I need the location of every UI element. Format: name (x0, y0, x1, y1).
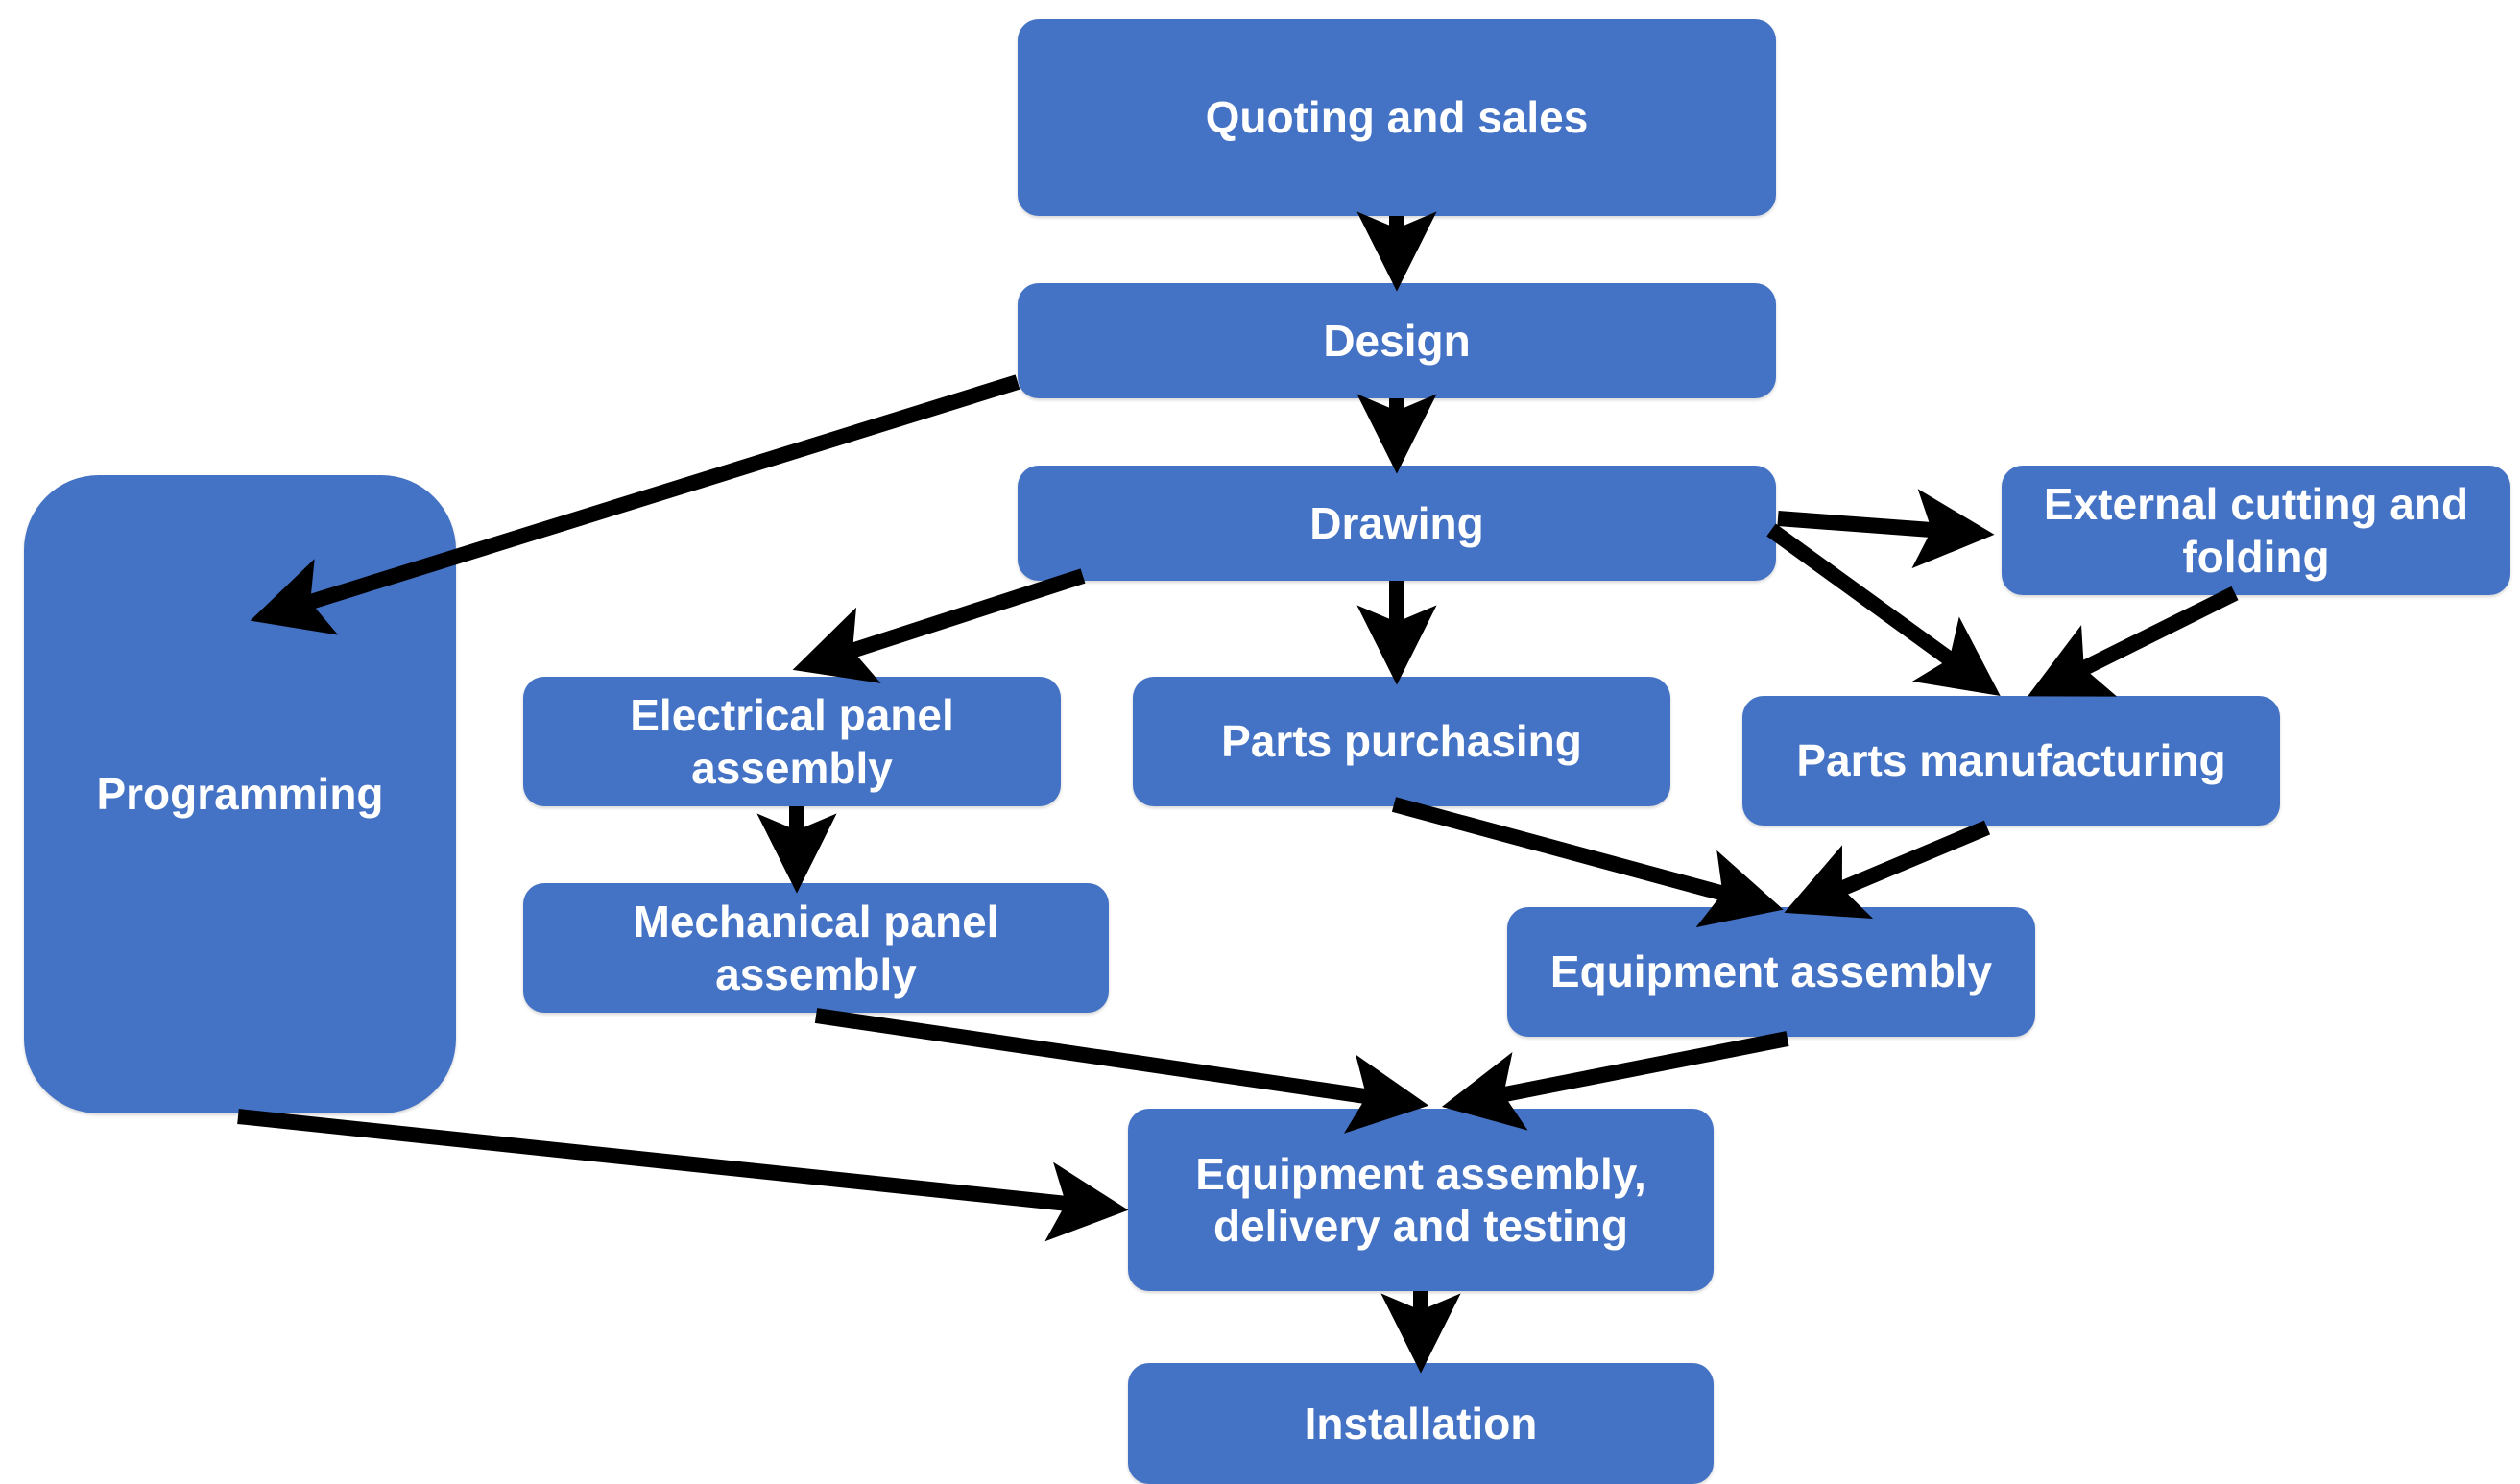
node-parts-manufacturing[interactable]: Parts manufacturing (1742, 696, 2280, 826)
node-label: Equipment assembly (1549, 946, 1993, 997)
edge-purchasing-to-equipasm (1391, 797, 1784, 928)
edge-manufacturing-to-equipasm (1784, 820, 1991, 920)
edge-programming-to-equipdel (237, 1109, 1129, 1242)
node-programming[interactable]: Programming (24, 475, 456, 1113)
edge-equipasm-to-equipdel (1441, 1031, 1789, 1131)
node-design[interactable]: Design (1018, 283, 1776, 398)
node-equipment-assembly-delivery-and-testing[interactable]: Equipment assembly, delivery and testing (1128, 1109, 1714, 1291)
node-label: External cutting and folding (2043, 479, 2469, 582)
node-label: Electrical panel assembly (630, 690, 954, 793)
node-installation[interactable]: Installation (1128, 1363, 1714, 1484)
edge-mechanical-to-equipdel (814, 1008, 1429, 1134)
node-equipment-assembly[interactable]: Equipment assembly (1507, 907, 2035, 1037)
edge-drawing-to-external (1777, 489, 1995, 569)
node-label: Design (1323, 315, 1471, 366)
edge-external-to-manufacturing (2028, 586, 2239, 697)
node-label: Programming (96, 769, 384, 820)
node-external-cutting-and-folding[interactable]: External cutting and folding (2002, 466, 2510, 595)
node-quoting-and-sales[interactable]: Quoting and sales (1018, 19, 1776, 216)
node-label: Parts manufacturing (1796, 735, 2226, 786)
node-label: Quoting and sales (1205, 92, 1589, 143)
node-label: Parts purchasing (1221, 716, 1582, 767)
node-label: Drawing (1309, 497, 1484, 548)
node-mechanical-panel-assembly[interactable]: Mechanical panel assembly (523, 883, 1109, 1013)
node-label: Equipment assembly, delivery and testing (1195, 1148, 1646, 1251)
edge-drawing-to-manufacturing (1766, 523, 2001, 697)
node-parts-purchasing[interactable]: Parts purchasing (1133, 677, 1670, 806)
node-label: Mechanical panel assembly (633, 897, 999, 999)
node-drawing[interactable]: Drawing (1018, 466, 1776, 581)
edge-drawing-to-electrical (792, 568, 1086, 683)
node-electrical-panel-assembly[interactable]: Electrical panel assembly (523, 677, 1061, 806)
node-label: Installation (1304, 1398, 1538, 1448)
